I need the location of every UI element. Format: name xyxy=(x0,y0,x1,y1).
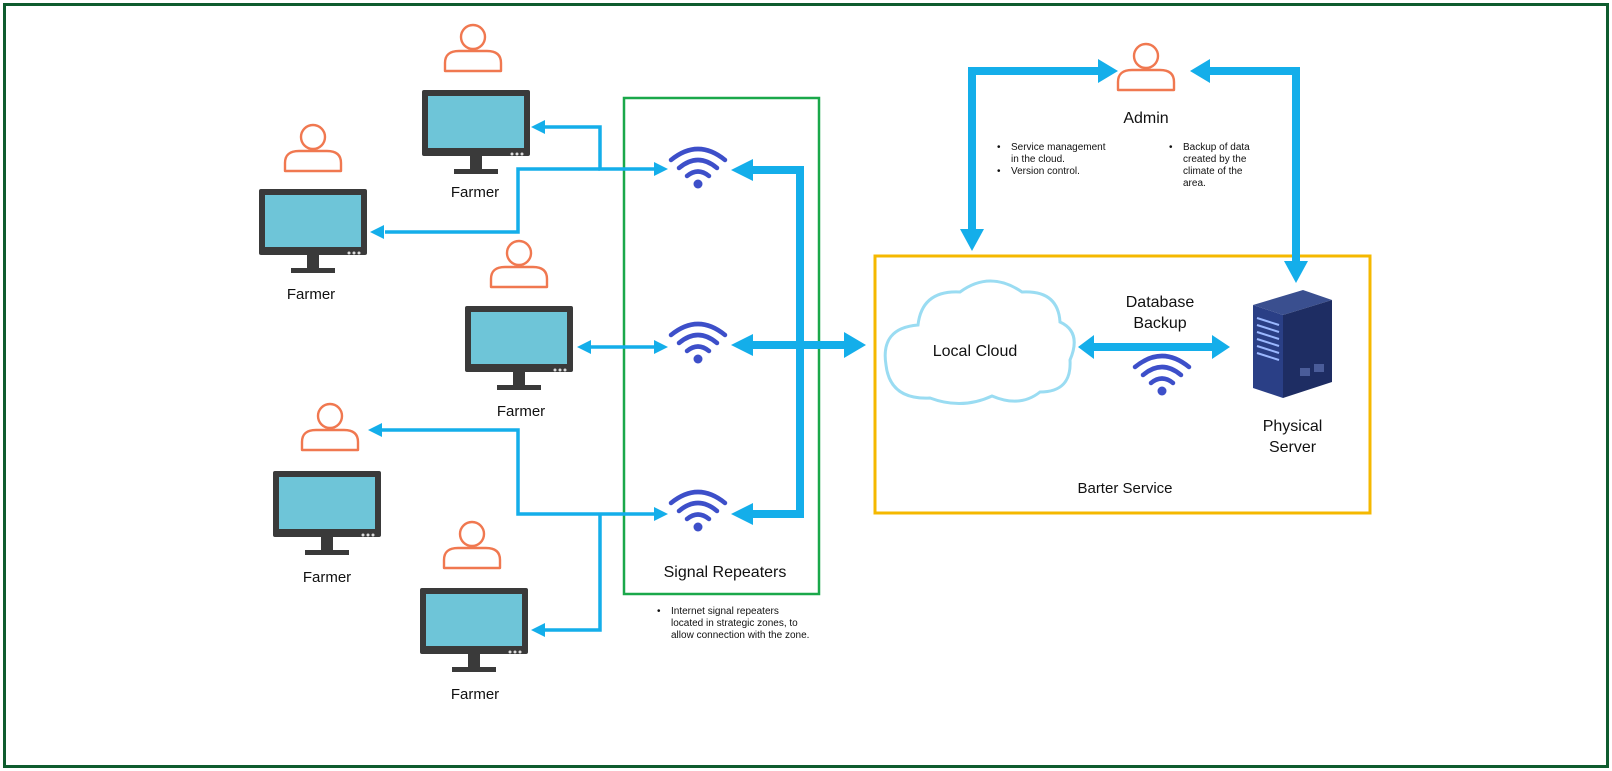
farmer-4-person-icon xyxy=(300,402,360,452)
admin-note-right: •Backup of data created by the climate o… xyxy=(1169,142,1250,189)
admin-note-left-item: Service management in the cloud. xyxy=(1011,142,1106,165)
diagram-frame xyxy=(3,3,1609,768)
local-cloud-label: Local Cloud xyxy=(932,343,1018,360)
repeaters-note: •Internet signal repeaters located in st… xyxy=(657,606,810,641)
repeaters-note-text: Internet signal repeaters located in str… xyxy=(671,606,810,641)
farmer-3-label: Farmer xyxy=(496,403,546,420)
barter-service-box xyxy=(873,254,1372,515)
farmer-4-monitor-icon xyxy=(273,471,381,555)
admin-person-icon xyxy=(1116,42,1176,92)
signal-repeaters-title: Signal Repeaters xyxy=(663,564,787,581)
repeater-3-wifi-icon xyxy=(671,492,725,532)
farmer-1-person-icon xyxy=(443,23,503,73)
thick-arrowheads xyxy=(731,59,1308,525)
admin-note-left-item: Version control. xyxy=(1011,166,1080,177)
repeater-1-wifi-icon xyxy=(671,149,725,189)
backup-link-wifi-icon xyxy=(1135,356,1189,396)
admin-note-left: •Service management in the cloud. •Versi… xyxy=(997,142,1106,177)
farmer-connections xyxy=(381,125,655,632)
barter-service-title: Barter Service xyxy=(1077,480,1173,497)
admin-label: Admin xyxy=(1123,110,1169,127)
farmer-3-person-icon xyxy=(489,239,549,289)
repeater-bus xyxy=(750,67,1300,518)
farmer-1-monitor-icon xyxy=(422,90,530,174)
physical-server-label: Physical Server xyxy=(1262,418,1323,456)
admin-note-right-item: Backup of data created by the climate of… xyxy=(1183,142,1250,189)
farmer-5-person-icon xyxy=(442,520,502,570)
physical-server-icon xyxy=(1253,290,1332,398)
farmer-2-person-icon xyxy=(283,123,343,173)
database-backup-label: Database Backup xyxy=(1125,294,1195,332)
farmer-2-monitor-icon xyxy=(259,189,367,273)
farmer-1-label: Farmer xyxy=(450,184,500,201)
farmer-arrowheads xyxy=(368,120,668,637)
repeater-2-wifi-icon xyxy=(671,324,725,364)
farmer-5-label: Farmer xyxy=(450,686,500,703)
farmer-2-label: Farmer xyxy=(286,286,336,303)
farmer-4-label: Farmer xyxy=(302,569,352,586)
local-cloud-icon xyxy=(883,279,1076,406)
farmer-3-monitor-icon xyxy=(465,306,573,390)
farmer-5-monitor-icon xyxy=(420,588,528,672)
